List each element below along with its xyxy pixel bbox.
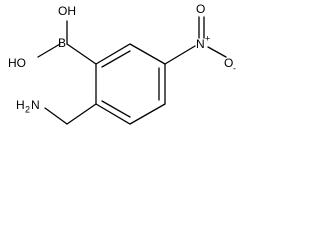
aminomethyl-group: H 2 N: [16, 98, 97, 125]
benzene-ring: [95, 43, 166, 125]
nitro-o-right-charge: -: [233, 63, 236, 73]
bond-nitro-o-right: [207, 46, 227, 58]
amine-subscript: 2: [25, 104, 30, 114]
ring-bond-c2-c3: [129, 43, 166, 65]
bond-ring-nitro: [164, 45, 196, 65]
nitro-o-right-label: O: [224, 56, 233, 70]
oh-left-label: HO: [8, 56, 26, 70]
ring-bond-c5-c6: [95, 103, 131, 125]
bond-ring-boron: [66, 43, 97, 65]
nitro-n-label: N: [196, 37, 205, 51]
ring-bond-c4-c5: [129, 103, 166, 125]
amine-n-label: N: [31, 98, 40, 112]
amine-h-label: H: [16, 98, 25, 112]
bond-boron-oh-left: [37, 43, 61, 58]
structure-diagram: B OH HO N + O O - H 2 N: [8, 2, 236, 125]
nitro-group: N + O O -: [164, 2, 236, 73]
bond-ring-ch2: [66, 103, 97, 125]
boronic-acid-group: B OH HO: [8, 4, 97, 70]
bond-ch2-nh2: [44, 107, 68, 125]
boron-label: B: [58, 36, 66, 50]
oh-top-label: OH: [58, 4, 76, 18]
nitro-o-top-label: O: [196, 2, 205, 16]
ring-bond-c1-c2: [95, 43, 131, 65]
ring-double-c5-c6: [101, 100, 131, 118]
ring-double-c1-c2: [101, 50, 131, 68]
nitro-n-charge: +: [205, 33, 210, 43]
